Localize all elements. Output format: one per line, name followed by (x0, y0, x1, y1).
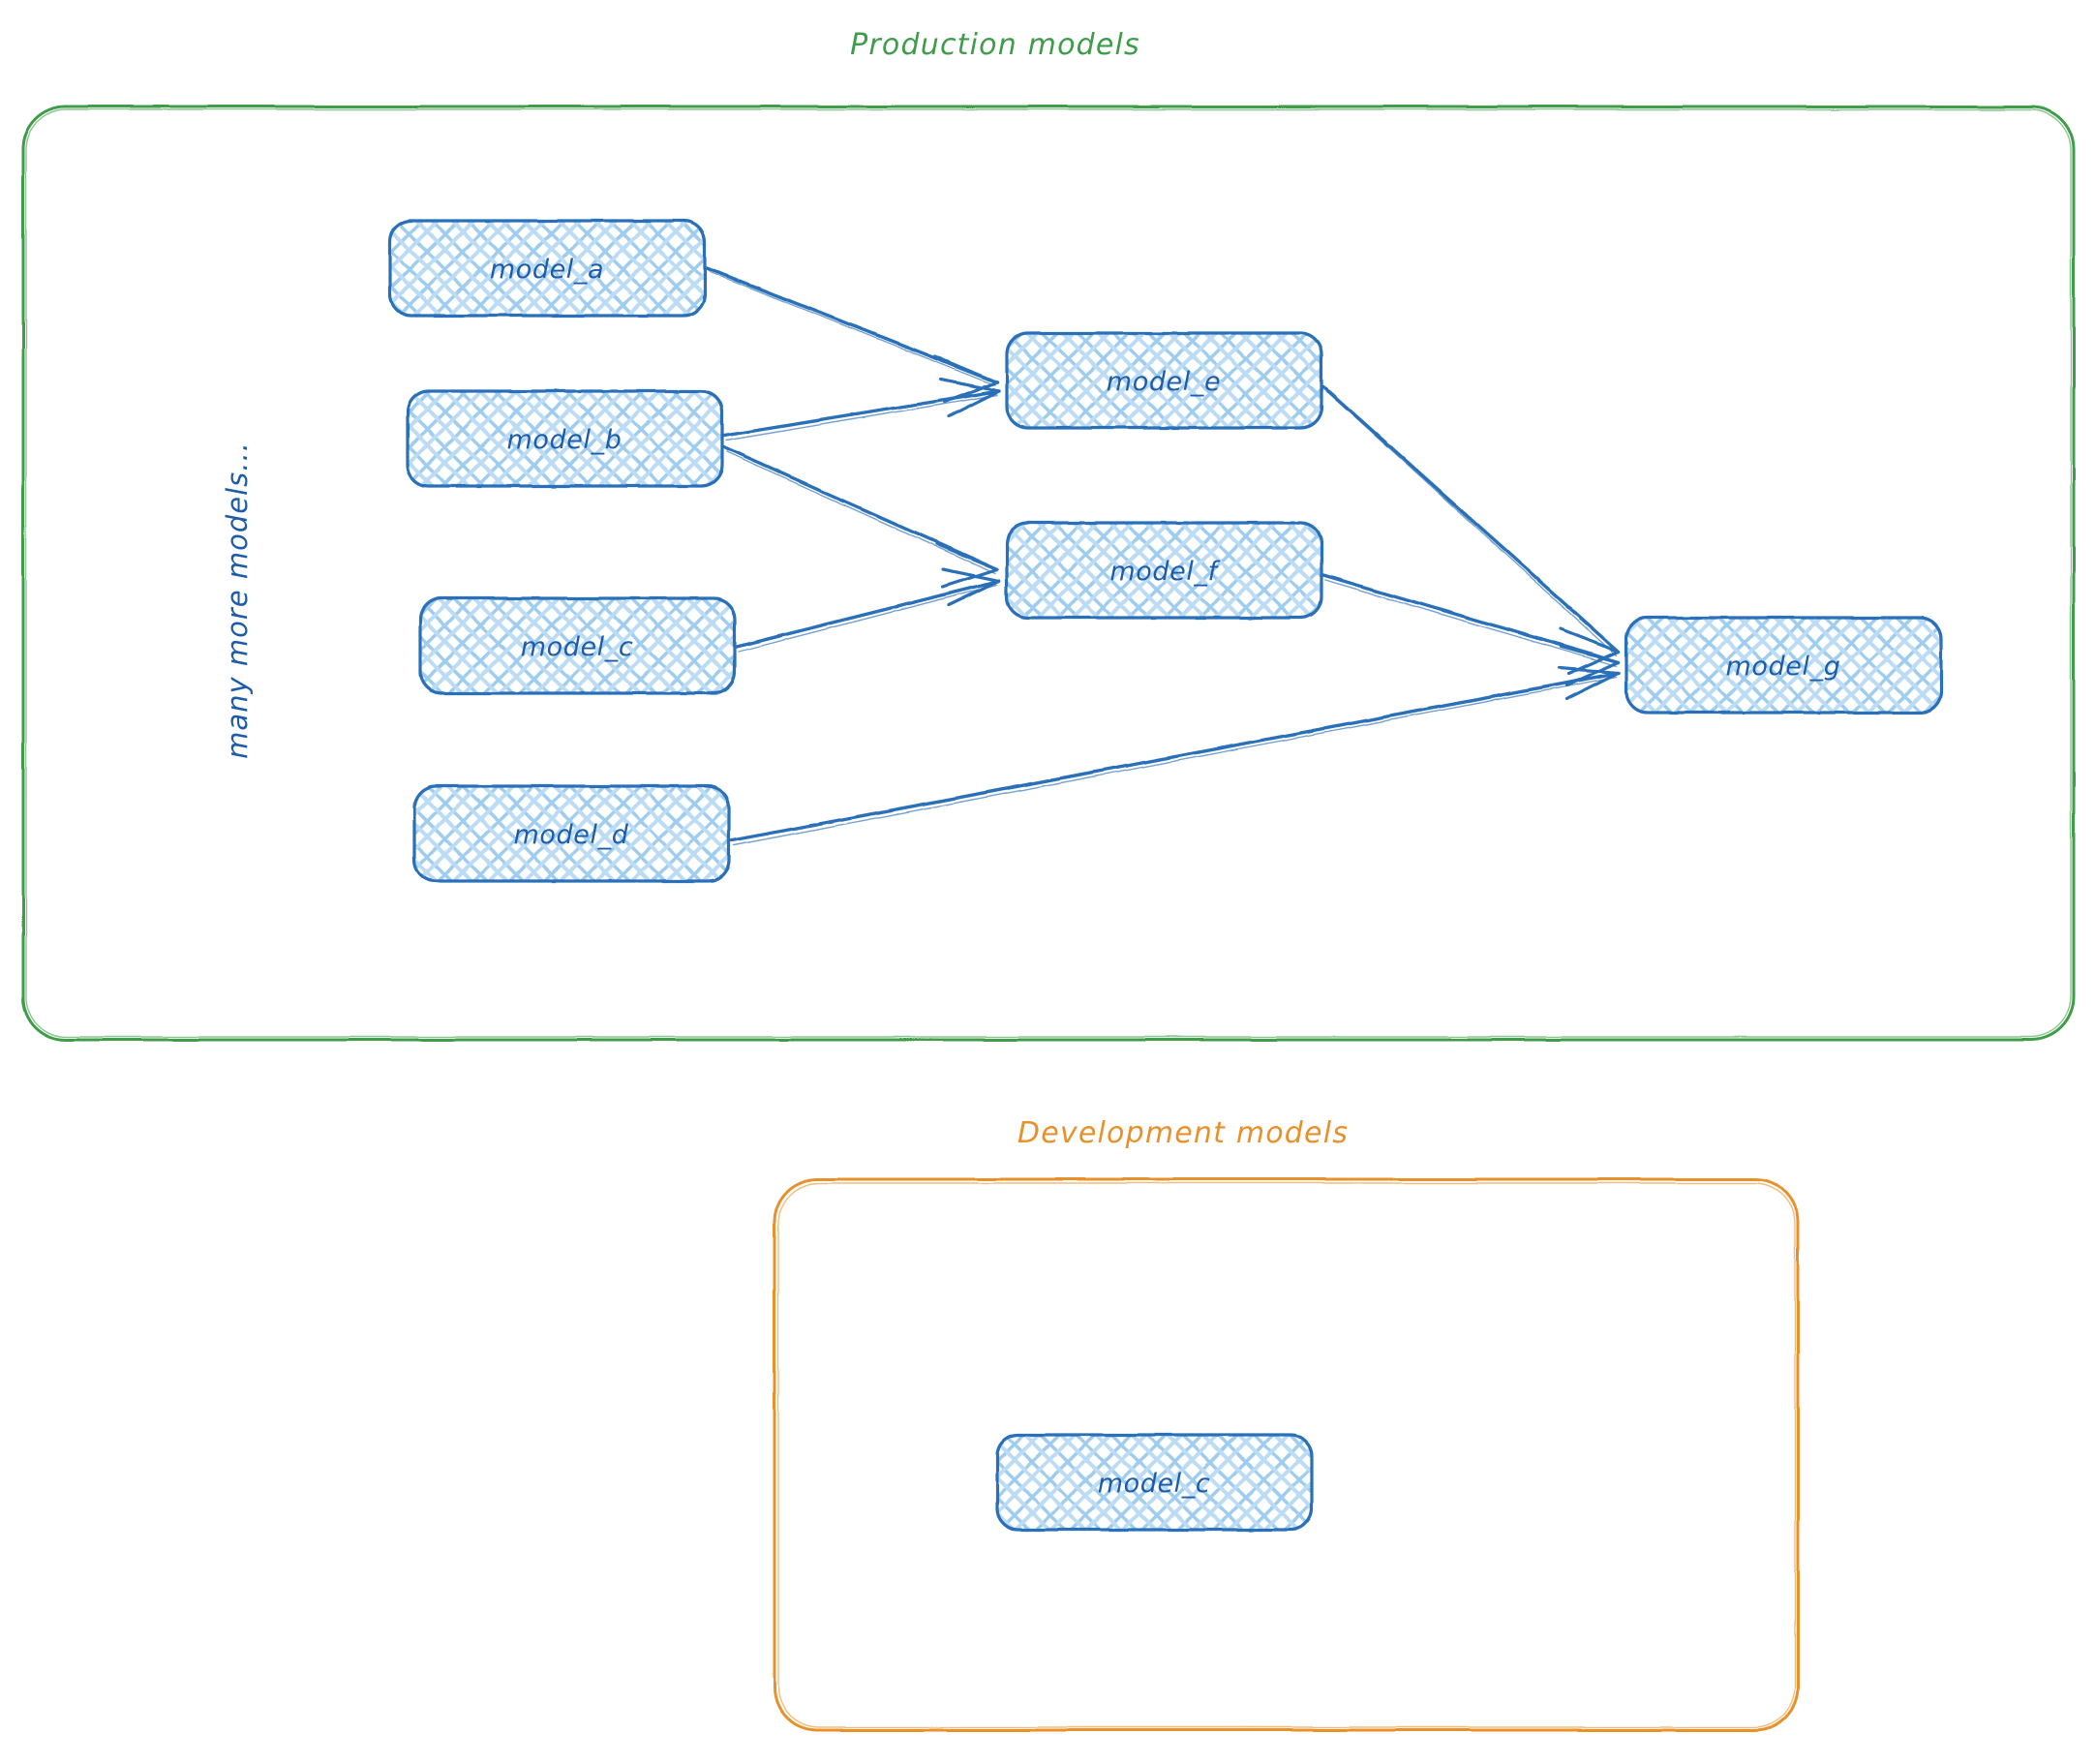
node-model-b-box[interactable] (406, 389, 724, 488)
edge-model-f-to-model-g (1321, 573, 1621, 687)
node-layer: model_a model_b model_c model_d model_e (388, 219, 1943, 1532)
node-model-f-label: model_f (1109, 557, 1220, 587)
node-model-c[interactable]: model_c (418, 596, 737, 695)
node-model-a-box[interactable] (388, 219, 707, 318)
production-group-title: Production models (850, 28, 1140, 62)
node-model-d-box[interactable] (412, 784, 731, 883)
node-model-b[interactable]: model_b (406, 389, 724, 488)
production-group-border (21, 105, 2076, 1042)
development-group-border-sketch (777, 1182, 1796, 1728)
node-model-a-label: model_a (490, 255, 604, 285)
node-model-f[interactable]: model_f (1005, 521, 1323, 620)
group-container-production (21, 105, 2076, 1042)
node-model-c-box[interactable] (418, 596, 737, 695)
node-model-f-box[interactable] (1005, 521, 1323, 620)
node-model-c-label: model_c (521, 632, 634, 662)
edge-model-b-to-model-e (722, 378, 1001, 441)
node-model-g-label: model_g (1726, 652, 1841, 682)
node-model-b-label: model_b (507, 425, 622, 455)
node-model-d[interactable]: model_d (412, 784, 731, 883)
development-group-title: Development models (1017, 1116, 1349, 1150)
edge-model-c-to-model-f (735, 567, 1001, 653)
group-container-development (773, 1177, 1800, 1732)
development-group-border (773, 1177, 1800, 1732)
edge-model-b-to-model-f (722, 445, 999, 589)
node-model-e-label: model_e (1107, 367, 1221, 397)
node-model-d-label: model_d (514, 820, 629, 850)
node-model-g-box[interactable] (1624, 616, 1943, 715)
node-model-a[interactable]: model_a (388, 219, 707, 318)
node-dev-model-c-label: model_c (1098, 1469, 1211, 1499)
node-model-e-box[interactable] (1005, 331, 1323, 430)
node-dev-model-c-box[interactable] (995, 1433, 1314, 1532)
node-model-g[interactable]: model_g (1624, 616, 1943, 715)
edge-model-e-to-model-g (1321, 385, 1621, 676)
edge-model-d-to-model-g (730, 666, 1621, 846)
many-more-models-label: many more models... (221, 441, 254, 759)
node-dev-model-c[interactable]: model_c (995, 1433, 1314, 1532)
edge-layer (705, 266, 1621, 846)
production-group-border-sketch (25, 108, 2072, 1038)
node-model-e[interactable]: model_e (1005, 331, 1323, 430)
